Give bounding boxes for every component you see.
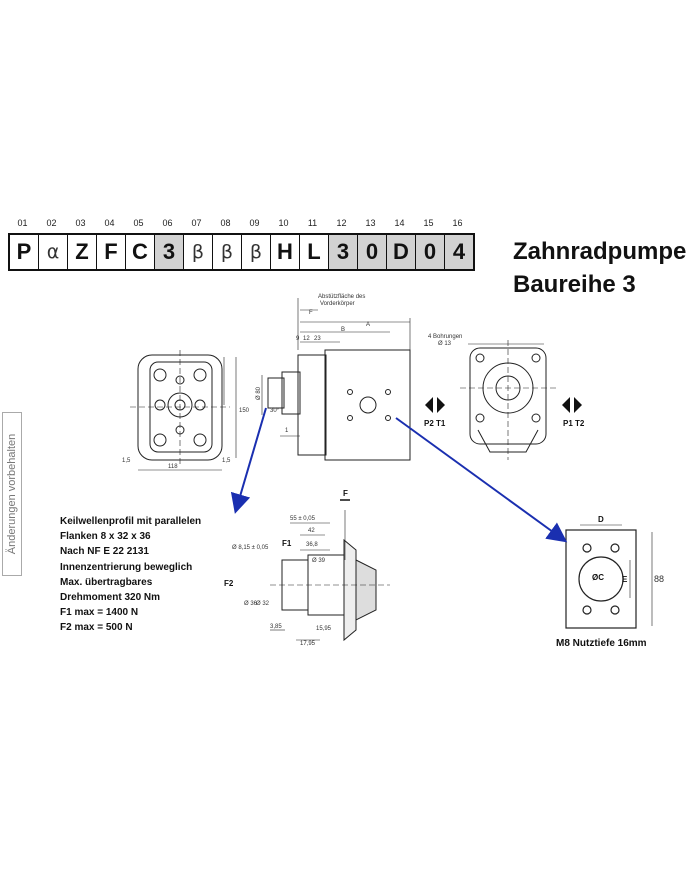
dim-f-top: F <box>309 310 313 316</box>
code-cell: L <box>300 235 329 269</box>
dim-d32: Ø 32 <box>256 601 270 607</box>
spec-line: Max. übertragbares <box>60 576 153 588</box>
dim-118: 118 <box>168 464 178 470</box>
dim-e: E <box>622 575 628 584</box>
code-cell: α <box>39 235 68 269</box>
dim-oc: ØC <box>592 573 604 582</box>
dim-a: A <box>366 322 370 328</box>
position-number: 07 <box>191 218 202 228</box>
position-number: 11 <box>307 218 318 228</box>
position-number: 03 <box>75 218 86 228</box>
dim-3-85: 3,85 <box>270 624 282 630</box>
position-number: 04 <box>104 218 115 228</box>
position-number: 14 <box>394 218 405 228</box>
dim-d36: Ø 36 <box>244 601 258 607</box>
position-number: 05 <box>133 218 144 228</box>
spec-line: Keilwellenprofil mit parallelen <box>60 516 202 527</box>
code-cell: β <box>242 235 271 269</box>
code-cell: β <box>213 235 242 269</box>
position-number: 13 <box>365 218 376 228</box>
dim-30deg: 30° <box>270 408 280 414</box>
side-note: Änderungen vorbehalten <box>2 412 22 576</box>
spec-line: F1 max = 1400 N <box>60 607 139 619</box>
title-line-2: Baureihe 3 <box>513 271 636 298</box>
flange-detail <box>565 524 653 629</box>
force-f2-label: F2 <box>224 579 234 588</box>
spec-line: F2 max = 500 N <box>60 622 133 634</box>
dim-1-5-right: 1,5 <box>222 458 231 464</box>
position-numbers: 01 02 03 04 05 06 07 08 09 10 11 12 13 14 15 16 <box>8 218 488 232</box>
pointer-arrow-flange <box>395 417 568 543</box>
title-line-1: Zahnradpumpe <box>513 238 687 265</box>
abutment-label-2: Vorderkörper <box>320 301 355 307</box>
code-cell: H <box>271 235 300 269</box>
code-cell: C <box>126 235 155 269</box>
dim-15-95: 15,95 <box>316 626 332 632</box>
dim-d8-15: Ø 8,15 ± 0,05 <box>232 545 269 551</box>
position-number: 02 <box>46 218 57 228</box>
rear-view <box>460 340 556 460</box>
spec-line: Nach NF E 22 2131 <box>60 546 149 558</box>
force-f-label: F <box>343 489 348 498</box>
code-cell: 0 <box>358 235 387 269</box>
dim-36-8: 36,8 <box>306 542 318 548</box>
flange-note: M8 Nutztiefe 16mm <box>556 638 647 649</box>
position-number: 01 <box>17 218 28 228</box>
code-cell: 0 <box>416 235 445 269</box>
dim-d-label: D <box>598 515 604 524</box>
side-view <box>261 298 411 461</box>
code-cell: 4 <box>445 235 473 269</box>
spec-line: Drehmoment 320 Nm <box>60 592 161 604</box>
dim-42: 42 <box>308 528 315 534</box>
position-number: 06 <box>162 218 173 228</box>
bore-diameter: Ø 13 <box>438 341 452 347</box>
spec-line: Flanken 8 x 32 x 36 <box>60 531 151 543</box>
position-number: 12 <box>336 218 347 228</box>
position-number: 09 <box>249 218 260 228</box>
spec-line: Innenzentrierung beweglich <box>60 561 193 573</box>
dim-d80: Ø 80 <box>256 386 262 400</box>
pointer-arrow-shaft <box>230 407 267 514</box>
port-p1t2-label: P1 T2 <box>563 419 585 428</box>
position-number: 10 <box>278 218 289 228</box>
position-number: 16 <box>452 218 463 228</box>
abutment-label: Abstützfläche des <box>318 294 365 300</box>
code-cell: D <box>387 235 416 269</box>
dim-1: 1 <box>285 428 289 434</box>
dim-b: B <box>341 327 345 333</box>
dim-9: 9 <box>296 336 300 342</box>
dim-1-5-left: 1,5 <box>122 458 131 464</box>
code-cell: 3 <box>155 235 184 269</box>
shaft-detail <box>270 510 390 642</box>
code-cell: P <box>10 235 39 269</box>
code-cell: F <box>97 235 126 269</box>
dim-88: 88 <box>654 574 664 584</box>
dim-55: 55 ± 0,05 <box>290 516 316 522</box>
port-arrows <box>425 397 582 413</box>
port-p2t1-label: P2 T1 <box>424 419 446 428</box>
position-number: 08 <box>220 218 231 228</box>
code-cell: 3 <box>329 235 358 269</box>
bores-label: 4 Bohrungen <box>428 334 462 340</box>
code-cell: Z <box>68 235 97 269</box>
dim-23: 23 <box>314 336 321 342</box>
dim-d39: Ø 39 <box>312 558 326 564</box>
dim-150: 150 <box>239 408 250 414</box>
dim-17-95: 17,95 <box>300 641 316 647</box>
position-number: 15 <box>423 218 434 228</box>
code-cell: β <box>184 235 213 269</box>
dim-12: 12 <box>303 336 310 342</box>
force-f1-label: F1 <box>282 539 292 548</box>
front-view <box>130 350 237 471</box>
